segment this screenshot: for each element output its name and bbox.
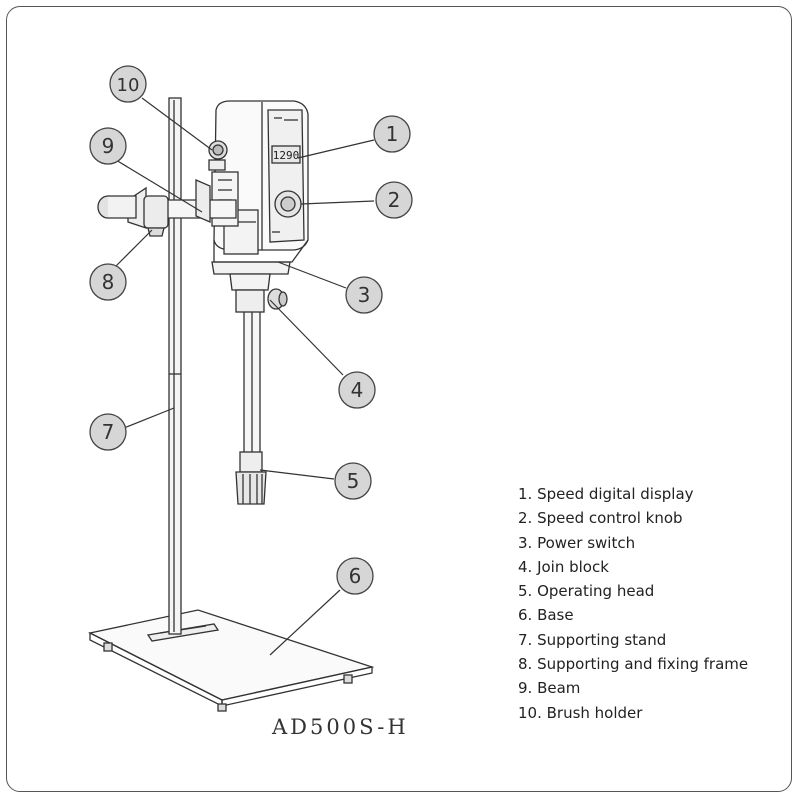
brush-holder	[208, 140, 228, 171]
legend-item: 1. Speed digital display	[518, 485, 694, 503]
legend-item: 6. Base	[518, 606, 574, 625]
callout-4: 4	[338, 371, 376, 409]
operating-head	[235, 309, 267, 505]
beam	[159, 171, 239, 227]
callout-5: 5	[334, 462, 372, 500]
callout-2-number: 2	[388, 188, 401, 212]
legend-item: 5. Operating head	[518, 582, 655, 601]
display-reading: 1290	[273, 149, 300, 162]
supporting-stand	[168, 97, 182, 635]
leader-lines	[113, 97, 375, 656]
legend-item: 8. Supporting and fixing frame	[518, 655, 749, 674]
callout-7: 7	[89, 413, 127, 451]
callout-2: 2	[375, 181, 413, 219]
callouts: 1 2 3 4 5 6 7 8	[89, 65, 413, 595]
callout-10: 10	[109, 65, 147, 103]
legend-item: 3. Power switch	[518, 533, 636, 552]
callout-6: 6	[336, 557, 374, 595]
base	[88, 609, 375, 712]
legend-item: 9. Beam	[518, 679, 581, 698]
legend-item: 4. Join block	[518, 557, 609, 576]
callout-6-number: 6	[349, 564, 362, 588]
callout-7-number: 7	[102, 420, 115, 444]
callout-1-number: 1	[386, 122, 399, 146]
legend-item: 2. Speed control knob	[518, 509, 683, 528]
callout-4-number: 4	[351, 378, 364, 402]
parts-legend: 1. Speed digital display 2. Speed contro…	[518, 482, 748, 725]
callout-9-number: 9	[102, 134, 115, 158]
callout-3: 3	[345, 276, 383, 314]
callout-5-number: 5	[347, 469, 360, 493]
callout-9: 9	[89, 127, 127, 165]
supporting-fixing-frame	[97, 186, 169, 237]
callout-10-number: 10	[117, 75, 140, 96]
callout-8-number: 8	[102, 270, 115, 294]
legend-item: 7. Supporting stand	[518, 630, 667, 649]
callout-1: 1	[373, 115, 411, 153]
join-block	[211, 261, 291, 313]
callout-3-number: 3	[358, 283, 371, 307]
model-label: AD500S-H	[272, 715, 409, 739]
legend-item: 10. Brush holder	[518, 703, 643, 722]
callout-8: 8	[89, 263, 127, 301]
